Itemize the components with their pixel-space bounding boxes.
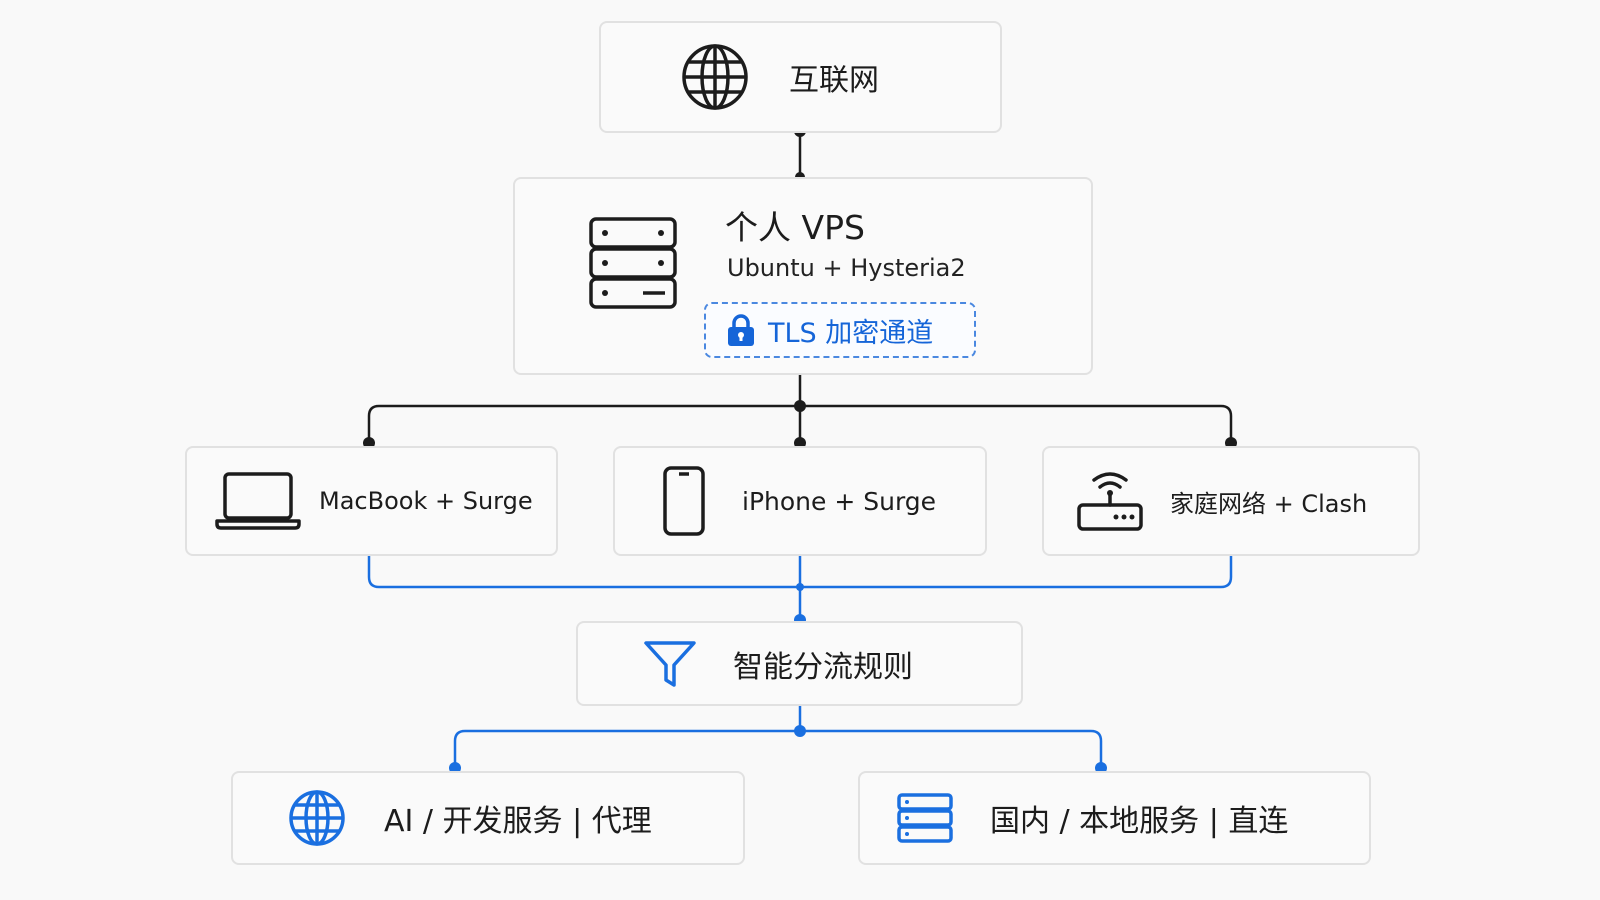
server-stack-icon [897, 793, 953, 843]
internet-label: 互联网 [789, 63, 879, 98]
iphone-node: iPhone + Surge [613, 446, 987, 556]
iphone-label: iPhone + Surge [742, 486, 937, 516]
routing-rules-node: 智能分流规则 [576, 621, 1023, 706]
globe-icon [289, 790, 345, 846]
macbook-node: MacBook + Surge [185, 446, 558, 556]
macbook-label: MacBook + Surge [319, 487, 533, 515]
macbook-rules-link [367, 556, 800, 589]
laptop-icon [215, 472, 301, 530]
filter-icon [644, 640, 696, 687]
vps-subtitle: Ubuntu + Hysteria2 [727, 254, 966, 282]
vps-title: 个人 VPS [725, 208, 865, 247]
direct-services-node: 国内 / 本地服务 | 直连 [858, 771, 1371, 865]
smartphone-icon [663, 466, 705, 536]
rules-direct-link [800, 729, 1103, 768]
proxy-services-label: AI / 开发服务 | 代理 [384, 804, 652, 839]
home-network-node: 家庭网络 + Clash [1042, 446, 1420, 556]
tls-tunnel-badge: TLS 加密通道 [704, 302, 976, 358]
home-network-label: 家庭网络 + Clash [1170, 489, 1368, 518]
router-icon [1077, 472, 1143, 531]
routing-rules-label: 智能分流规则 [733, 649, 913, 685]
server-icon [589, 217, 677, 309]
proxy-services-node: AI / 开发服务 | 代理 [231, 771, 745, 865]
rules-proxy-link [453, 729, 800, 768]
vps-node: 个人 VPS Ubuntu + Hysteria2 TLS 加密通道 [513, 177, 1093, 375]
vps-macbook-link [367, 404, 800, 443]
internet-node: 互联网 [599, 21, 1002, 133]
vps-home-link [800, 404, 1233, 443]
home-rules-link [800, 556, 1233, 589]
direct-services-label: 国内 / 本地服务 | 直连 [990, 804, 1289, 839]
lock-icon [728, 314, 754, 346]
globe-icon [682, 44, 748, 110]
tls-tunnel-label: TLS 加密通道 [768, 317, 934, 349]
